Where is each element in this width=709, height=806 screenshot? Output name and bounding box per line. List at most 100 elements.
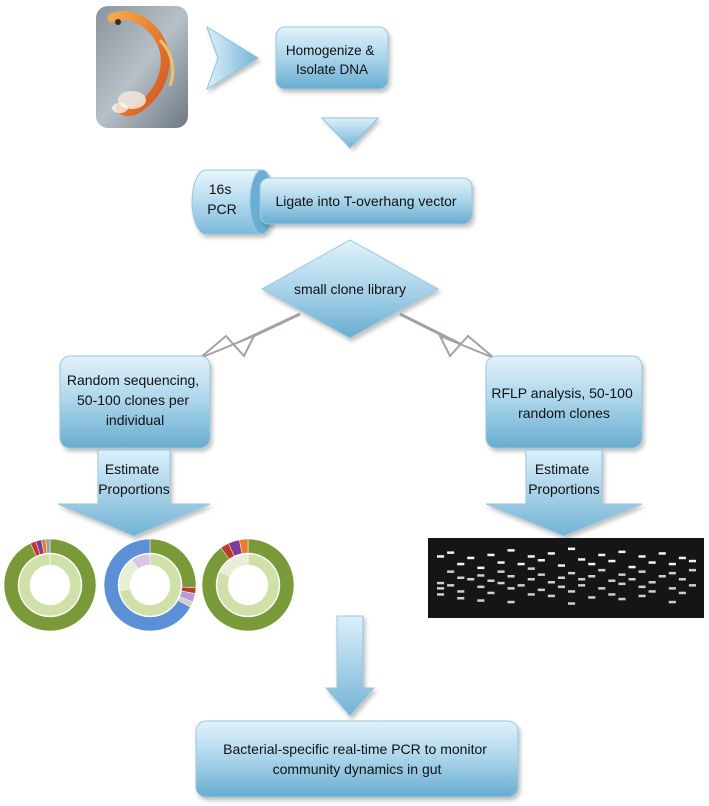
gel-band-4-2 bbox=[477, 585, 485, 589]
specimen-photo bbox=[96, 6, 188, 128]
gel-band-4-0 bbox=[477, 566, 485, 570]
gel-band-6-2 bbox=[497, 581, 505, 585]
gel-band-3-0 bbox=[467, 556, 475, 560]
gel-band-17-1 bbox=[608, 579, 616, 582]
gel-band-10-0 bbox=[537, 559, 545, 562]
gel-band-11-1 bbox=[547, 581, 555, 584]
gel-band-18-1 bbox=[618, 573, 626, 576]
gel-band-25-0 bbox=[688, 559, 696, 563]
estimate-left-line-1: Estimate bbox=[105, 461, 160, 477]
gel-band-9-2 bbox=[527, 578, 535, 581]
gel-band-14-0 bbox=[578, 558, 586, 561]
gel-band-19-1 bbox=[628, 578, 636, 581]
sample-3-outer-slice-0 bbox=[201, 538, 295, 632]
gel-band-16-2 bbox=[598, 587, 606, 590]
pcr-line-1: 16s bbox=[209, 181, 232, 197]
gel-band-21-1 bbox=[648, 581, 656, 584]
arrow-to-sequencing bbox=[199, 312, 301, 359]
realtime-line-2: community dynamics in gut bbox=[273, 761, 442, 777]
rflp-box bbox=[485, 355, 643, 449]
svg-text:Homogenize & Isolate DNA: Homogenize & Isolate DNA bbox=[286, 43, 378, 77]
gel-band-0-3 bbox=[437, 593, 445, 596]
gel-band-12-2 bbox=[557, 585, 565, 589]
gel-band-23-0 bbox=[668, 562, 676, 566]
sequencing-box bbox=[59, 355, 211, 449]
gel-band-23-3 bbox=[668, 600, 676, 604]
gel-band-6-0 bbox=[497, 561, 505, 564]
gel-band-9-3 bbox=[527, 593, 535, 596]
gel-band-19-0 bbox=[628, 565, 636, 569]
gel-band-15-1 bbox=[588, 575, 596, 578]
sequencing-line-2: 50-100 clones per bbox=[77, 392, 189, 408]
gel-band-9-1 bbox=[527, 567, 535, 570]
gel-band-3-1 bbox=[467, 578, 475, 581]
sequencing-line-3: individual bbox=[106, 412, 164, 428]
gel-band-20-1 bbox=[638, 570, 646, 573]
gel-band-13-2 bbox=[568, 590, 576, 593]
gel-band-2-3 bbox=[457, 597, 465, 600]
sample-3-inner-slice-1 bbox=[219, 553, 249, 577]
homogenize-line-1: Homogenize & bbox=[286, 43, 375, 58]
gel-band-5-0 bbox=[487, 553, 495, 557]
gel-band-18-0 bbox=[618, 550, 626, 554]
gel-band-17-0 bbox=[608, 559, 616, 563]
sequencing-line-1: Random sequencing, bbox=[67, 372, 199, 388]
estimate-right-line-1: Estimate bbox=[535, 461, 590, 477]
gel-band-1-0 bbox=[447, 551, 455, 554]
gel-band-14-1 bbox=[578, 578, 586, 581]
gel-band-16-1 bbox=[598, 568, 606, 572]
svg-text:Bacterial-specific real-time P: Bacterial-specific real-time PCR to moni… bbox=[223, 741, 491, 777]
gel-band-23-1 bbox=[668, 571, 676, 575]
gel-band-2-1 bbox=[457, 576, 465, 579]
realtime-pcr-box bbox=[195, 720, 519, 798]
gel-band-22-0 bbox=[658, 552, 666, 555]
homogenize-line-2: Isolate DNA bbox=[296, 62, 368, 77]
gel-band-2-2 bbox=[457, 590, 465, 593]
gel-band-20-0 bbox=[638, 555, 646, 558]
ligate-box bbox=[259, 177, 473, 225]
gel-band-1-2 bbox=[447, 584, 455, 587]
gel-band-0-2 bbox=[437, 587, 445, 590]
gel-band-4-1 bbox=[477, 574, 485, 577]
svg-text:Random sequencing, 50-100: Random sequencing, 50-100 clones per ind… bbox=[67, 372, 203, 428]
donut-charts bbox=[3, 538, 295, 632]
gel-band-10-1 bbox=[537, 573, 545, 576]
clone-library-diamond bbox=[260, 239, 440, 339]
gel-band-11-0 bbox=[547, 552, 555, 555]
gel-band-11-2 bbox=[547, 594, 555, 598]
gel-band-7-0 bbox=[507, 549, 515, 552]
ligate-label: Ligate into T-overhang vector bbox=[275, 193, 456, 209]
gel-band-18-2 bbox=[618, 582, 626, 586]
svg-text:16s PCR: 16s PCR bbox=[207, 181, 237, 217]
sample-1-outer-slice-4 bbox=[45, 538, 51, 554]
gel-band-14-2 bbox=[578, 584, 586, 587]
gel-band-25-1 bbox=[688, 568, 696, 572]
svg-text:RFLP analysis, 50-100 rand: RFLP analysis, 50-100 random clones bbox=[491, 385, 636, 421]
gel-band-1-1 bbox=[447, 570, 455, 573]
gel-band-13-1 bbox=[568, 571, 576, 575]
svg-text:Estimate Proportions: Estimate Proportions bbox=[98, 461, 170, 497]
homogenize-box bbox=[275, 26, 389, 90]
gel-band-20-2 bbox=[638, 585, 646, 589]
sample-3-outer-slice-3 bbox=[239, 538, 249, 554]
estimate-left-line-2: Proportions bbox=[98, 481, 170, 497]
gel-band-7-3 bbox=[507, 600, 515, 604]
gel-band-25-2 bbox=[688, 584, 696, 587]
gel-band-0-0 bbox=[437, 555, 445, 558]
gel-band-23-2 bbox=[668, 587, 676, 590]
estimate-arrow-left bbox=[57, 449, 211, 537]
gel-band-8-1 bbox=[517, 584, 525, 587]
gel-band-17-2 bbox=[608, 593, 616, 596]
gel-band-7-2 bbox=[507, 587, 515, 590]
clone-library-label: small clone library bbox=[294, 281, 406, 297]
gel-band-24-1 bbox=[678, 578, 686, 581]
gel-band-0-1 bbox=[437, 581, 445, 585]
arrow-down-final bbox=[324, 615, 376, 717]
gel-band-15-2 bbox=[588, 596, 596, 599]
sample-3-inner-slice-0 bbox=[216, 553, 280, 617]
realtime-line-1: Bacterial-specific real-time PCR to moni… bbox=[223, 741, 487, 757]
sample-2-inner-slice-0 bbox=[119, 553, 182, 617]
sample-1-outer-slice-0 bbox=[3, 538, 97, 632]
sample-2-inner-slice-2 bbox=[131, 553, 151, 570]
